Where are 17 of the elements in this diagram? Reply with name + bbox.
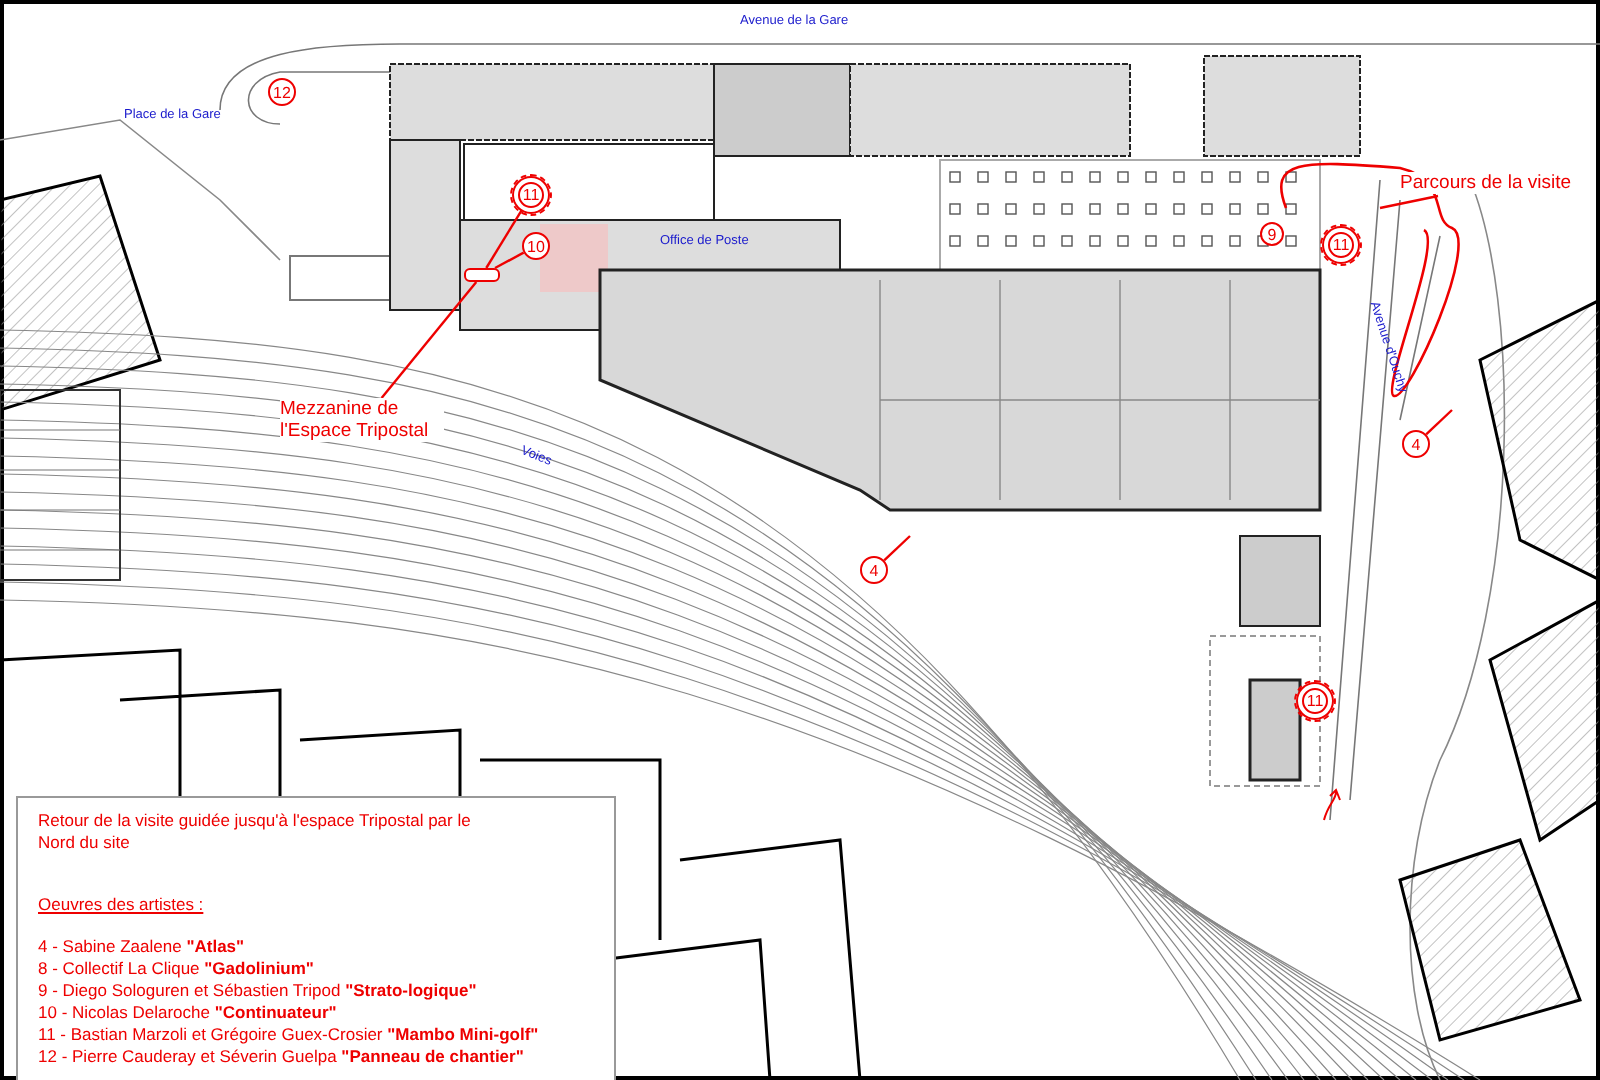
artist-entry: 11 - Bastian Marzoli et Grégoire Guex-Crosier "Mambo Mini-golf" (38, 1024, 541, 1046)
legend-panel (16, 796, 616, 1080)
leader-line (494, 251, 525, 270)
artist-entry: 9 - Diego Sologuren et Sébastien Tripod "Strato-logique" (38, 980, 479, 1002)
artist-entry: 4 - Sabine Zaalene "Atlas" (38, 936, 247, 958)
note-text: Retour de la visite guidée jusqu'à l'espace Tripostal par le Nord du site (38, 810, 473, 854)
section-heading: Oeuvres des artistes : (38, 894, 206, 916)
leader-line (485, 205, 526, 269)
artist-entry: 12 - Pierre Cauderay et Séverin Guelpa "Panneau de chantier" (38, 1046, 526, 1068)
leader-line (883, 535, 911, 562)
mezzanine-outline (464, 268, 500, 282)
artist-entry: 10 - Nicolas Delaroche "Continuateur" (38, 1002, 339, 1024)
callout-label: Mezzanine de l'Espace Tripostal (280, 398, 444, 442)
leader-line (1425, 409, 1453, 436)
leader-line (1379, 194, 1439, 210)
artist-entry: 8 - Collectif La Clique "Gadolinium" (38, 958, 316, 980)
leader-line (380, 281, 478, 399)
